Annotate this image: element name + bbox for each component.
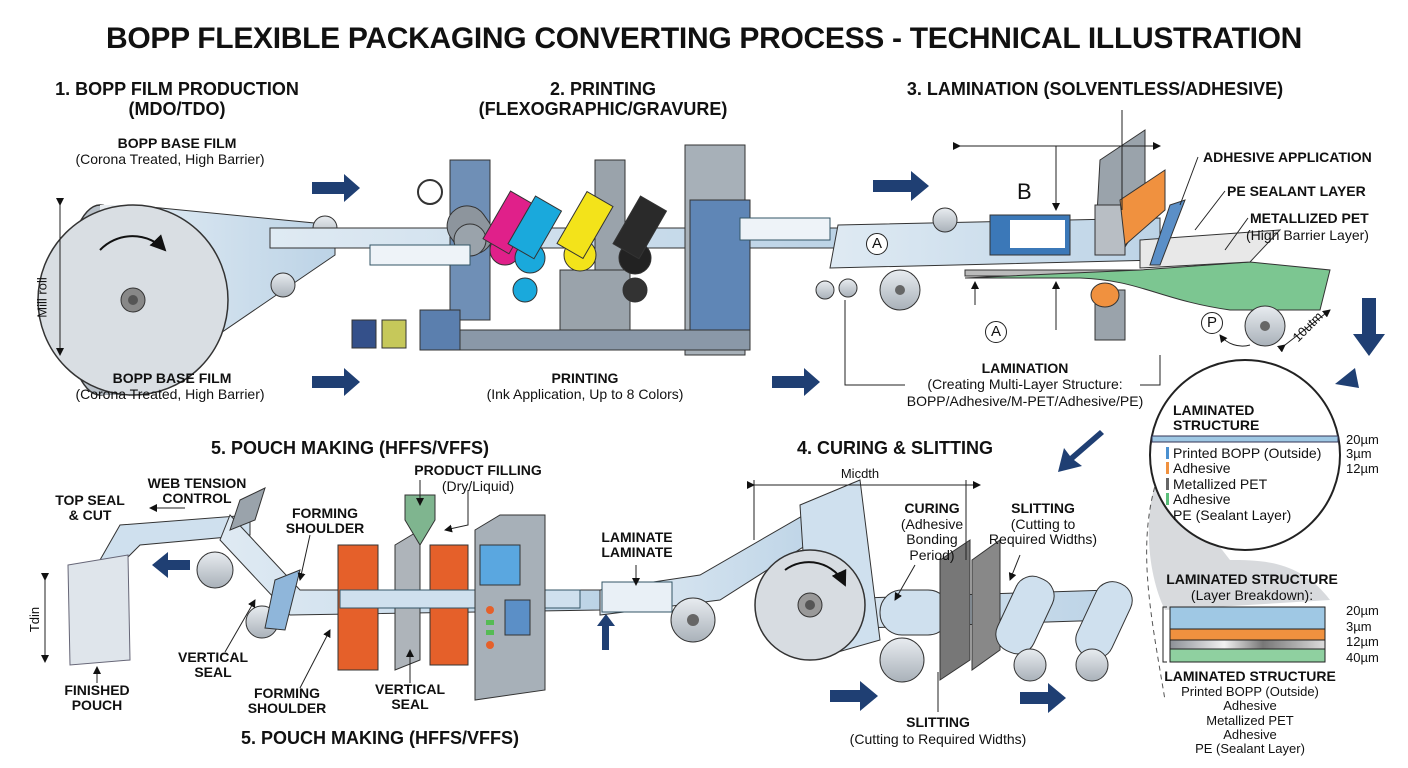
- bopp-base-film-sub-bottom: (Corona Treated, High Barrier): [75, 386, 265, 402]
- stage4-heading: 4. CURING & SLITTING: [796, 438, 994, 458]
- layer-breakdown-bars: [1162, 606, 1326, 663]
- marker-b: B: [1017, 179, 1032, 204]
- product-filling-label: PRODUCT FILLING: [414, 462, 542, 478]
- breakdown-title-2: LAMINATED STRUCTURE: [1164, 668, 1336, 684]
- laminated-structure-magnifier: [1146, 359, 1341, 701]
- circle-layer-list: Printed BOPP (Outside) Adhesive Metalliz…: [1166, 445, 1321, 523]
- page-title: BOPP FLEXIBLE PACKAGING CONVERTING PROCE…: [105, 22, 1303, 55]
- breakdown-sub: (Layer Breakdown):: [1190, 587, 1314, 603]
- marker-p: P: [1201, 312, 1223, 334]
- pouch-dimension: Tdin: [27, 606, 43, 633]
- curing-label: CURING: [904, 500, 960, 516]
- slitting-label-top: SLITTING: [1011, 500, 1075, 516]
- bopp-base-film-sub-top: (Corona Treated, High Barrier): [75, 151, 265, 167]
- stage5-heading-top: 5. POUCH MAKING (HFFS/VFFS): [211, 438, 489, 458]
- lamination-sub-2: BOPP/Adhesive/M-PET/Adhesive/PE): [906, 393, 1144, 409]
- lamination-label: LAMINATION: [981, 360, 1069, 376]
- pe-sealant-label: PE SEALANT LAYER: [1227, 183, 1366, 199]
- marker-a: A: [866, 233, 888, 255]
- flow-arrows: [152, 171, 1385, 713]
- curing-slitting-line: [599, 479, 1133, 712]
- mill-roll: [37, 198, 338, 396]
- bopp-base-film-label-top: BOPP BASE FILM: [117, 135, 237, 151]
- stage3-heading: 3. LAMINATION (SOLVENTLESS/ADHESIVE): [906, 79, 1284, 99]
- stage1-heading: 1. BOPP FILM PRODUCTION(MDO/TDO): [55, 79, 299, 119]
- metallized-pet-label: METALLIZED PET: [1250, 210, 1369, 226]
- slitting-label-bottom: SLITTING: [906, 714, 970, 730]
- mill-roll-dimension: Mill roll: [34, 277, 50, 318]
- top-seal-label: TOP SEAL& CUT: [55, 492, 125, 524]
- adhesive-application-label: ADHESIVE APPLICATION: [1203, 149, 1372, 165]
- breakdown-title: LAMINATED STRUCTURE: [1166, 571, 1338, 587]
- stage2-heading: 2. PRINTING(FLEXOGRAPHIC/GRAVURE): [478, 79, 728, 119]
- laminator: [815, 110, 1331, 386]
- width-dimension: Micdth: [840, 466, 880, 481]
- printing-label: PRINTING: [551, 370, 619, 386]
- lamination-sub-1: (Creating Multi-Layer Structure:: [927, 376, 1123, 392]
- product-filling-sub: (Dry/Liquid): [441, 478, 515, 494]
- printing-press: [351, 144, 831, 356]
- bopp-base-film-label-bottom: BOPP BASE FILM: [112, 370, 232, 386]
- marker-a: A: [985, 321, 1007, 343]
- slitting-sub-bottom: (Cutting to Required Widths): [849, 731, 1027, 747]
- printing-sub: (Ink Application, Up to 8 Colors): [486, 386, 684, 402]
- pouch-machine: [41, 480, 601, 701]
- stage5-heading-bottom: 5. POUCH MAKING (HFFS/VFFS): [241, 728, 519, 748]
- metallized-pet-sub: (High Barrier Layer): [1246, 227, 1369, 243]
